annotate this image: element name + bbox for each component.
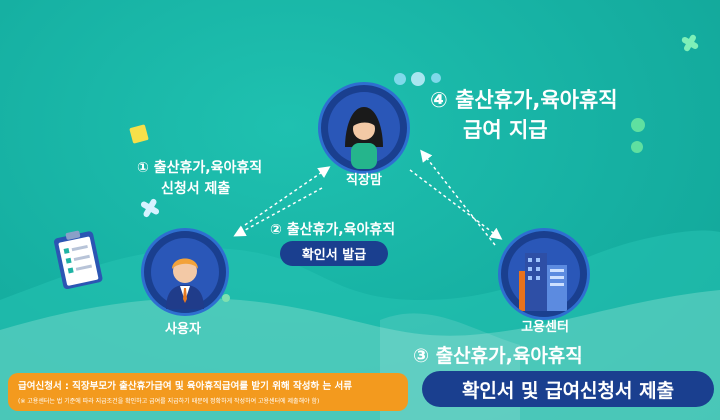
arrow-step4 [420, 149, 496, 246]
node-manager [318, 82, 410, 174]
step4-line2: 급여 지급 [463, 118, 548, 143]
step4-line1: ④ 출산휴가,육아휴직 [430, 88, 618, 112]
step1-line2: 신청서 제출 [161, 181, 231, 197]
note-title: 급여신청서 : 직장부모가 출산휴가급여 및 육아휴직급여를 받기 위해 작성하… [18, 381, 353, 392]
step1-text: ① 출산휴가,육아휴직 신청서 제출 [137, 158, 262, 200]
node-center [498, 228, 590, 320]
arrow-step2 [233, 187, 323, 237]
businessman-icon [151, 238, 219, 309]
node-manager-label: 직장맘 [346, 173, 382, 188]
node-employer-label: 사용자 [165, 322, 201, 337]
office-building-icon [508, 238, 580, 311]
note-box: 급여신청서 : 직장부모가 출산휴가급여 및 육아휴직급여를 받기 위해 작성하… [8, 373, 408, 411]
step3-text: ③ 출산휴가,육아휴직 [413, 345, 583, 367]
step3-badge: 확인서 및 급여신청서 제출 [422, 371, 714, 407]
worker-woman-icon [328, 92, 400, 169]
step2-text: ② 출산휴가,육아휴직 [270, 222, 396, 238]
step2-badge: 확인서 발급 [280, 241, 388, 266]
node-employer [141, 228, 229, 316]
note-detail: (※ 고용센터는 법 기준에 따라 지급조건을 확인하고 급여를 지급하기 때문… [18, 398, 320, 405]
arrow-step3 [409, 169, 503, 240]
arrow-step1 [244, 166, 331, 226]
step1-line1: ① 출산휴가,육아휴직 [137, 160, 263, 176]
clipboard-checklist-icon [54, 230, 103, 290]
step4-text: ④ 출산휴가,육아휴직 급여 지급 [430, 85, 618, 146]
node-center-label: 고용센터 [521, 320, 569, 335]
